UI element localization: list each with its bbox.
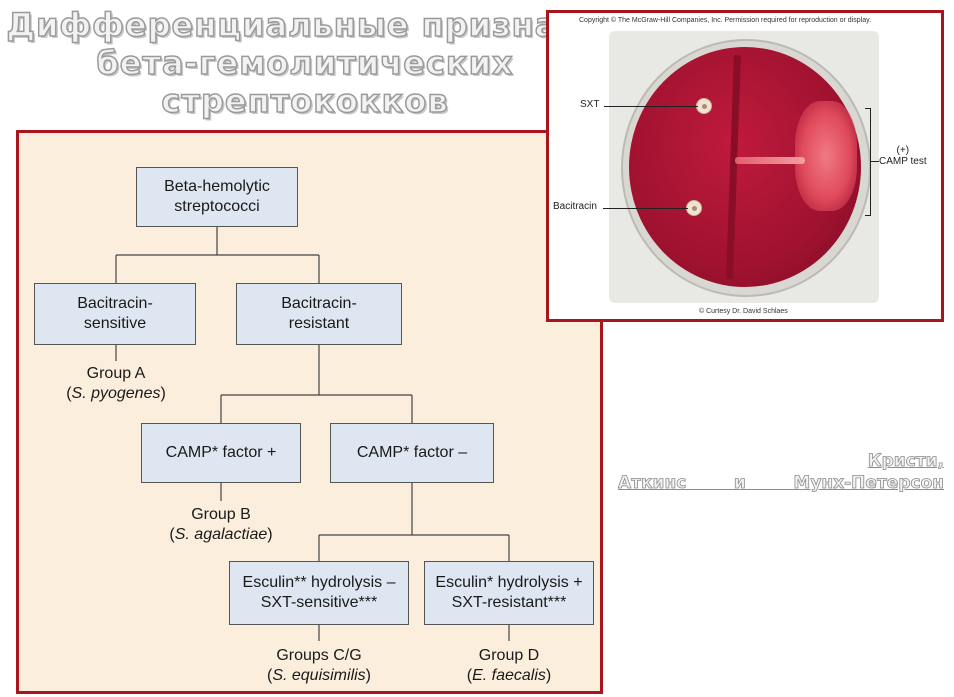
- leaf-group-d: Group D (E. faecalis): [439, 646, 579, 686]
- horizontal-streak: [735, 157, 805, 164]
- label-sxt: SXT: [580, 99, 600, 110]
- node-bacitracin-resistant: Bacitracin- resistant: [236, 283, 402, 345]
- authors-credit: Кристи, Аткинс и Мунх-Петерсон: [618, 450, 945, 494]
- node-beta-hemolytic: Beta-hemolytic streptococci: [136, 167, 298, 227]
- node-bac-resistant-line1: Bacitracin-: [281, 295, 357, 312]
- group-a-open: (: [66, 385, 72, 402]
- group-cg-close: ): [365, 667, 371, 684]
- group-b-species: S. agalactiae: [174, 526, 268, 543]
- node-esc-pos-line1: Esculin* hydrolysis +: [435, 574, 583, 591]
- photo-courtesy: © Curtesy Dr. David Schlaes: [699, 308, 788, 315]
- group-a-close: ): [160, 385, 166, 402]
- group-d-open: (: [466, 667, 473, 684]
- node-beta-hemolytic-line1: Beta-hemolytic: [164, 178, 270, 195]
- pointer-camp: [871, 161, 879, 162]
- node-esc-neg-line1: Esculin** hydrolysis –: [242, 574, 396, 591]
- group-cg-open: (: [266, 667, 273, 684]
- node-esculin-positive: Esculin* hydrolysis + SXT-resistant***: [424, 561, 594, 625]
- groups-cg-label: Groups C/G: [276, 647, 362, 664]
- leaf-group-a: Group A (S. pyogenes): [46, 364, 186, 404]
- pointer-bacitracin: [603, 208, 688, 209]
- photo-copyright: Copyright © The McGraw-Hill Companies, I…: [579, 17, 872, 24]
- leaf-groups-cg: Groups C/G (S. equisimilis): [239, 646, 399, 686]
- petri-dish-photo: Copyright © The McGraw-Hill Companies, I…: [546, 10, 944, 322]
- title-line-1: Дифференциальные признаки: [6, 5, 604, 45]
- group-d-species: E. faecalis: [472, 667, 546, 684]
- node-esc-neg-line2: SXT-sensitive***: [260, 594, 378, 611]
- title-line-2: бета-гемолитических: [96, 43, 514, 83]
- group-b-label: Group B: [191, 506, 251, 523]
- slide-title: Дифференциальные признаки бета-гемолитич…: [0, 5, 610, 121]
- node-esc-pos-line2: SXT-resistant***: [451, 594, 567, 611]
- camp-sign: (+): [896, 145, 910, 156]
- camp-text: CAMP test: [879, 156, 927, 167]
- node-beta-hemolytic-line2: streptococci: [174, 198, 260, 215]
- node-camp-negative-label: CAMP* factor –: [356, 444, 468, 461]
- groups-cg-species: S. equisimilis: [272, 667, 366, 684]
- node-camp-negative: CAMP* factor –: [330, 423, 494, 483]
- group-a-label: Group A: [86, 365, 146, 382]
- node-esculin-negative: Esculin** hydrolysis – SXT-sensitive***: [229, 561, 409, 625]
- group-b-close: ): [267, 526, 273, 543]
- title-line-3: стрептококков: [161, 81, 449, 121]
- pointer-sxt: [604, 106, 698, 107]
- node-camp-positive-label: CAMP* factor +: [165, 444, 277, 461]
- node-bac-sensitive-line1: Bacitracin-: [77, 295, 153, 312]
- node-bac-resistant-line2: resistant: [288, 315, 350, 332]
- authors-line-1: Кристи,: [867, 451, 944, 472]
- camp-hemolysis-zone: [795, 101, 857, 211]
- group-d-close: ): [545, 667, 552, 684]
- node-camp-positive: CAMP* factor +: [141, 423, 301, 483]
- sxt-disk: [696, 98, 712, 114]
- group-d-label: Group D: [478, 647, 540, 664]
- leaf-group-b: Group B (S. agalactiae): [146, 505, 296, 545]
- group-b-open: (: [169, 526, 175, 543]
- node-bacitracin-sensitive: Bacitracin- sensitive: [34, 283, 196, 345]
- label-bacitracin: Bacitracin: [553, 201, 597, 212]
- camp-test-label: (+) CAMP test: [879, 145, 927, 167]
- camp-bracket: [865, 108, 871, 216]
- bacitracin-disk: [686, 200, 702, 216]
- flowchart-panel: Beta-hemolytic streptococci Bacitracin- …: [16, 130, 603, 694]
- node-bac-sensitive-line2: sensitive: [83, 315, 147, 332]
- flowchart-connectors: [115, 227, 510, 641]
- authors-line-2: Аткинс и Мунх-Петерсон: [618, 473, 945, 494]
- group-a-species: S. pyogenes: [71, 385, 161, 402]
